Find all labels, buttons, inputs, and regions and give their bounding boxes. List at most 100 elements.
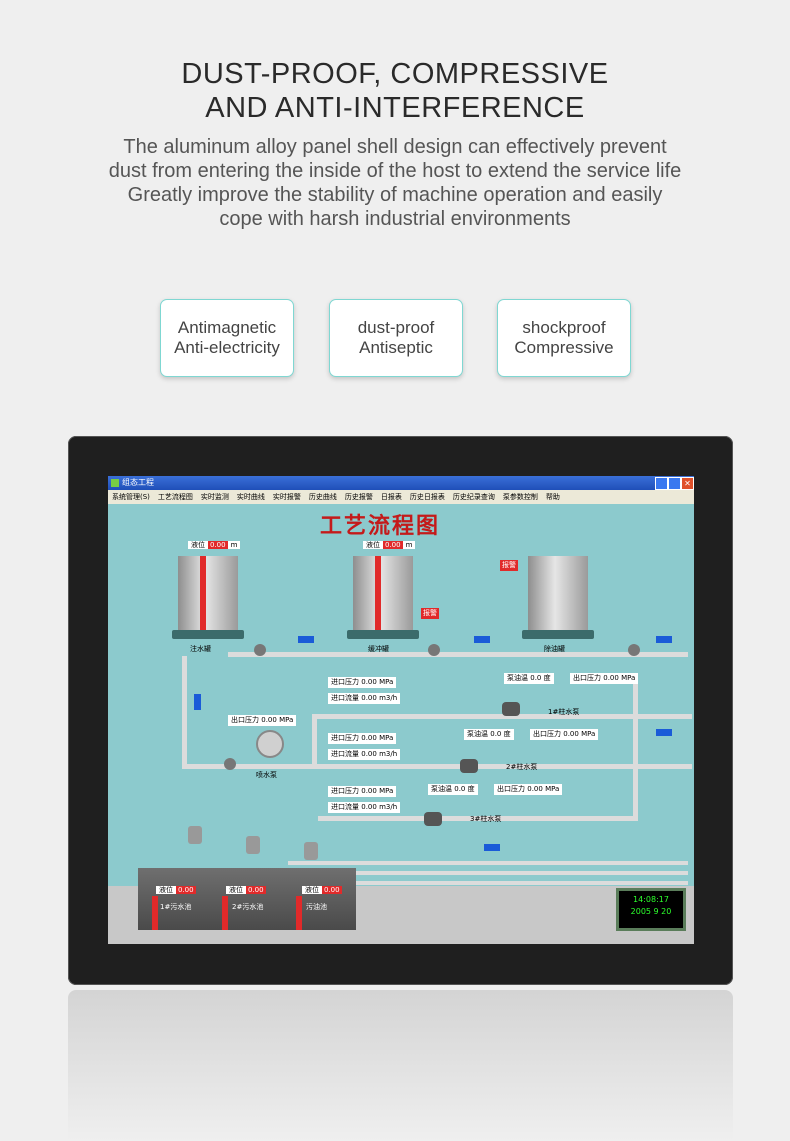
menu-item[interactable]: 实时报警 [272,493,301,501]
pump-label: 3#柱水泵 [470,815,502,823]
level-value: 0.00 [208,541,228,549]
inlet-pressure-label: 进口压力 [331,734,359,742]
pump-temp-readout: 泵油温 0.0 度 [504,673,554,684]
pipe [312,714,317,768]
minimize-button[interactable] [655,477,668,490]
menu-item[interactable]: 历史报警 [344,493,373,501]
pipe [318,816,638,821]
inlet-pressure-label: 进口压力 [331,678,359,686]
pipe [312,714,692,719]
feature-line: Antimagnetic [177,318,277,337]
title-line-1: DUST-PROOF, COMPRESSIVE [181,58,609,90]
pipe [288,881,688,885]
menu-item[interactable]: 工艺流程图 [157,493,193,501]
outlet-pressure-label: 出口压力 [573,674,601,682]
temp-unit: 度 [503,730,511,738]
maximize-button[interactable] [668,477,681,490]
feature-line: Anti-electricity [174,338,280,357]
feature-card-shockproof: shockproof Compressive [497,299,631,377]
inlet-flow-value: 0.00 [361,750,377,758]
tank-label: 注水罐 [190,645,211,653]
valve-icon[interactable] [428,644,440,656]
pipe [228,652,688,657]
outlet-pressure-value: 0.00 [603,674,619,682]
menu-item[interactable]: 日报表 [380,493,402,501]
outlet-pressure-label: 出口压力 [497,785,525,793]
alarm-indicator: 报警 [421,608,439,619]
pressure-unit: MPa [379,787,394,795]
outlet-pressure-value: 0.00 [261,716,277,724]
description-line: Greatly improve the stability of machine… [127,184,663,206]
inlet-pressure-value: 0.00 [361,787,377,795]
pressure-unit: MPa [379,734,394,742]
motor-icon [304,842,318,860]
menu-item[interactable]: 历史日报表 [409,493,445,501]
menu-item[interactable]: 实时曲线 [236,493,265,501]
level-label: 液位 [302,886,322,894]
flow-arrow-icon [194,694,201,710]
tank-label: 除油罐 [544,645,565,653]
app-icon [111,479,119,487]
process-heading: 工艺流程图 [320,513,441,539]
pipe [312,764,692,769]
tank-base [172,630,244,639]
menu-item[interactable]: 泵参数控制 [502,493,538,501]
valve-icon[interactable] [254,644,266,656]
outlet-pressure-value: 0.00 [563,730,579,738]
close-button[interactable]: ✕ [681,477,694,490]
pressure-unit: MPa [581,730,596,738]
pipe [182,656,187,766]
alarm-indicator: 报警 [500,560,518,571]
clock-date: 2005 9 20 [630,907,672,916]
buffer-tank [353,556,413,630]
pump-temp-value: 0.0 [530,674,542,682]
outlet-pressure-value: 0.00 [527,785,543,793]
inlet-flow-readout: 进口流量 0.00 m3/h [328,693,401,704]
inlet-flow-value: 0.00 [361,694,377,702]
inlet-pressure-readout: 进口压力 0.00 MPa [328,786,397,797]
pump-icon [502,702,520,716]
menu-item[interactable]: 实时监测 [200,493,229,501]
pool-label: 污油池 [306,903,327,911]
inlet-flow-readout: 进口流量 0.00 m3/h [328,749,401,760]
spray-outlet-pressure: 出口压力 0.00 MPa [228,715,297,726]
motor-icon [188,826,202,844]
feature-line: Antiseptic [359,338,433,357]
menu-item[interactable]: 历史曲线 [308,493,337,501]
clock-display: 14:08:17 2005 9 20 [616,888,686,931]
menu-item[interactable]: 系统管理(S) [112,493,150,501]
pressure-unit: MPa [279,716,294,724]
temp-unit: 度 [467,785,475,793]
outlet-pressure-readout: 出口压力 0.00 MPa [494,784,563,795]
menu-item[interactable]: 历史纪录查询 [452,493,495,501]
level-value: 0.00 [176,886,196,894]
oil-removal-tank [528,556,588,630]
motor-icon [246,836,260,854]
inlet-flow-label: 进口流量 [331,694,359,702]
monitor-reflection [68,990,733,1141]
valve-icon[interactable] [628,644,640,656]
pump-label: 1#柱水泵 [548,708,580,716]
menu-item[interactable]: 帮助 [545,493,560,501]
pump-temp-label: 泵油温 [467,730,488,738]
level-gauge [200,556,206,630]
outlet-pressure-readout: 出口压力 0.00 MPa [530,729,599,740]
pump-temp-readout: 泵油温 0.0 度 [464,729,514,740]
pipe [633,676,638,816]
window-titlebar: 组态工程 ✕ [108,476,694,490]
flow-arrow-icon [656,636,672,643]
flow-arrow-icon [474,636,490,643]
flow-unit: m3/h [379,750,398,758]
valve-icon[interactable] [224,758,236,770]
pump-temp-readout: 泵油温 0.0 度 [428,784,478,795]
level-label: 液位 [156,886,176,894]
menu-bar: 系统管理(S) 工艺流程图 实时监测 实时曲线 实时报警 历史曲线 历史报警 日… [108,490,694,504]
pressure-unit: MPa [621,674,636,682]
pump-temp-label: 泵油温 [431,785,452,793]
feature-line: shockproof [522,318,606,337]
temp-unit: 度 [543,674,551,682]
